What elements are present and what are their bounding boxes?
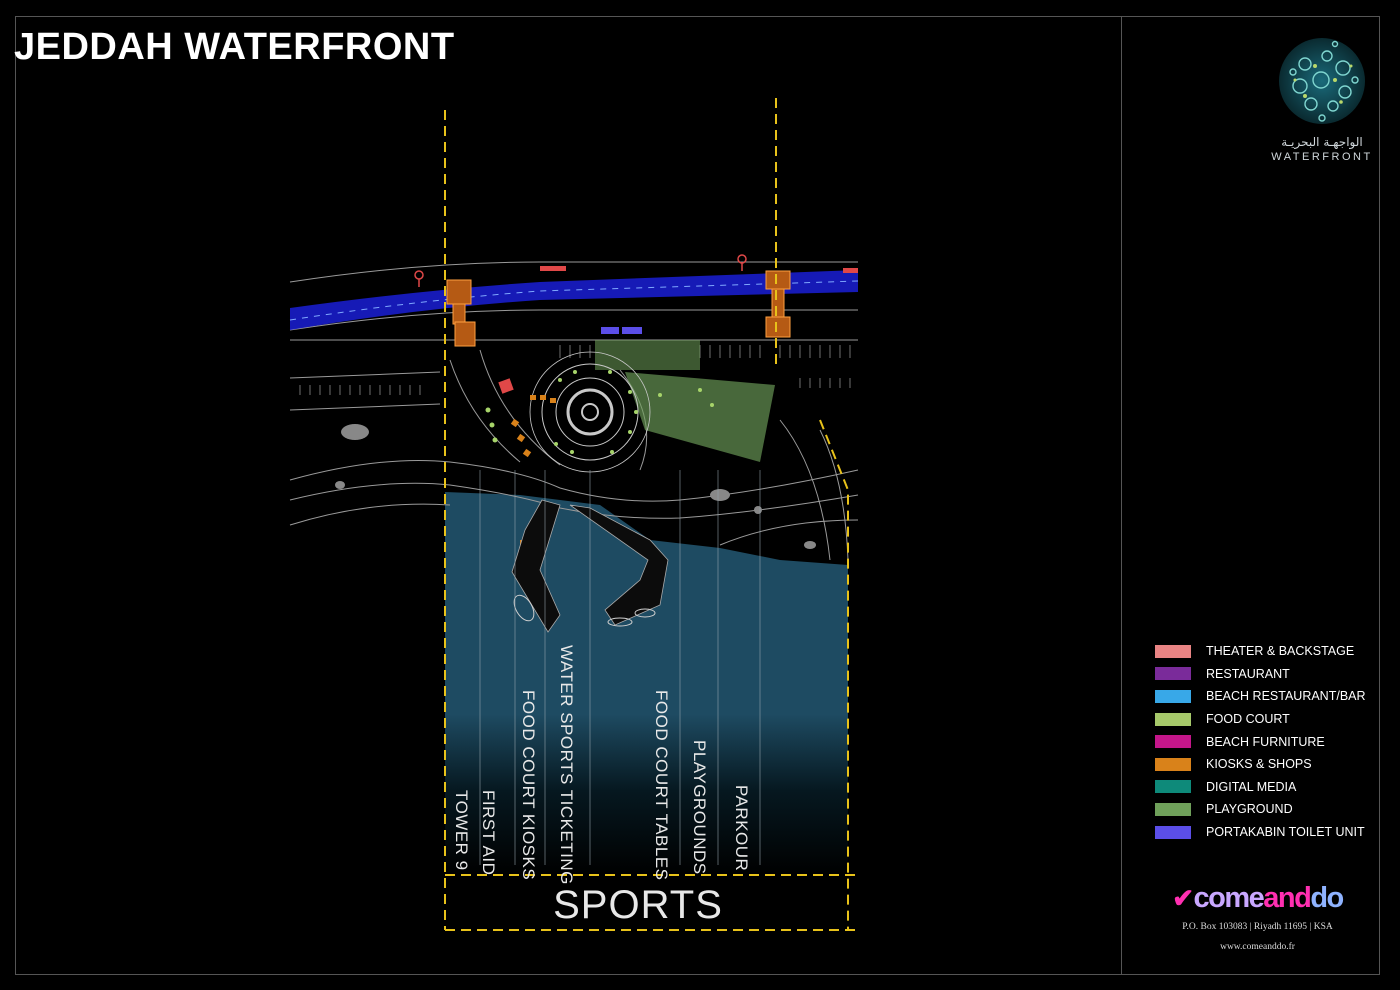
zone-labels: TOWER 9 FIRST AID FOOD COURT KIOSKS WATE… (452, 645, 751, 885)
legend-swatch (1155, 780, 1191, 794)
rock-features (335, 424, 816, 549)
page-title: JEDDAH WATERFRONT (14, 26, 455, 68)
legend-item: BEACH FURNITURE (1155, 730, 1366, 753)
brand-name-part-1: come (1193, 882, 1265, 914)
legend-label: BEACH RESTAURANT/BAR (1206, 689, 1366, 704)
legend-swatch (1155, 712, 1191, 726)
zone-label-first-aid: FIRST AID (479, 790, 498, 875)
legend-item: PLAYGROUND (1155, 798, 1366, 821)
section-label-sports: SPORTS (553, 883, 723, 927)
zone-label-food-court-tables: FOOD COURT TABLES (652, 690, 671, 881)
legend-label: FOOD COURT (1206, 712, 1290, 727)
brand-website: www.comeanddo.fr (1220, 942, 1295, 952)
road-corridor (290, 270, 858, 330)
zone-label-water-sports-ticketing: WATER SPORTS TICKETING (557, 645, 576, 885)
legend-swatch (1155, 757, 1191, 771)
portakabin-markers (601, 327, 642, 334)
zone-label-parkour: PARKOUR (732, 785, 751, 871)
boat-shapes (513, 594, 656, 627)
legend-item: FOOD COURT (1155, 708, 1366, 731)
legend-item: KIOSKS & SHOPS (1155, 753, 1366, 776)
legend-swatch (1155, 825, 1191, 839)
zone-label-tower-9: TOWER 9 (452, 790, 471, 871)
legend-item: THEATER & BACKSTAGE (1155, 640, 1366, 663)
legend-swatch (1155, 802, 1191, 816)
pier-structures (511, 499, 669, 633)
road-centerline (289, 280, 859, 321)
food-court-area (595, 340, 700, 370)
playground-area (625, 372, 775, 462)
pedestrian-bridge (446, 270, 791, 347)
legend-label: BEACH FURNITURE (1206, 734, 1325, 749)
legend-swatch (1155, 735, 1191, 749)
legend-label: PORTAKABIN TOILET UNIT (1206, 825, 1365, 840)
zone-divider-lines (479, 470, 761, 865)
map-legend: THEATER & BACKSTAGE RESTAURANT BEACH RES… (1155, 640, 1366, 843)
checkmark-icon: ✔ (1172, 883, 1194, 913)
waterfront-logo: الواجهـة البحريـة WATERFRONT (1262, 36, 1382, 163)
zone-label-playgrounds: PLAYGROUNDS (690, 740, 709, 875)
theater-markers (498, 266, 858, 394)
tree-markers (485, 370, 714, 454)
legend-label: THEATER & BACKSTAGE (1206, 644, 1355, 659)
land-outline (289, 261, 859, 561)
logo-english-text: WATERFRONT (1271, 151, 1373, 163)
location-pin-icon (414, 254, 747, 287)
logo-arabic-text: الواجهـة البحريـة (1281, 135, 1363, 149)
brand-name: ✔comeanddo (1165, 880, 1350, 916)
page-frame (15, 16, 1380, 975)
brand-address: P.O. Box 103083 | Riyadh 11695 | KSA (1182, 922, 1333, 932)
legend-swatch (1155, 689, 1191, 703)
legend-item: RESTAURANT (1155, 663, 1366, 686)
legend-item: BEACH RESTAURANT/BAR (1155, 685, 1366, 708)
brand-name-part-3: do (1310, 882, 1344, 914)
waterfront-globe-icon (1279, 38, 1365, 124)
legend-label: DIGITAL MEDIA (1206, 779, 1297, 794)
site-boundary (444, 98, 858, 931)
legend-item: DIGITAL MEDIA (1155, 776, 1366, 799)
zone-label-food-court-kiosks: FOOD COURT KIOSKS (519, 690, 538, 880)
legend-swatch (1155, 644, 1191, 658)
legend-label: PLAYGROUND (1206, 802, 1293, 817)
legend-label: KIOSKS & SHOPS (1206, 757, 1312, 772)
legend-item: PORTAKABIN TOILET UNIT (1155, 821, 1366, 844)
sidebar-divider (1121, 16, 1122, 975)
legend-label: RESTAURANT (1206, 666, 1290, 681)
legend-swatch (1155, 667, 1191, 681)
comeanddo-brand: ✔comeanddo P.O. Box 103083 | Riyadh 1169… (1165, 880, 1350, 952)
brand-name-part-2: and (1263, 882, 1312, 914)
